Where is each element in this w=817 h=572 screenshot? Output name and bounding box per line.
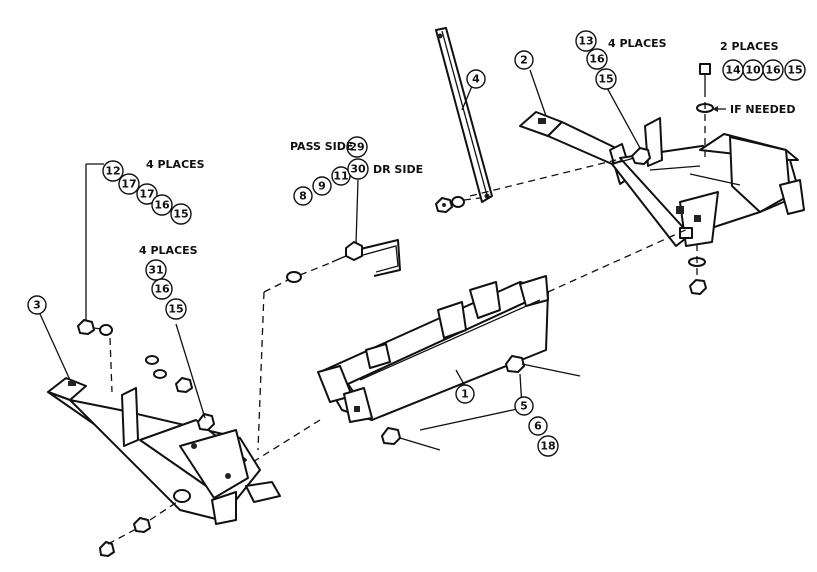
svg-text:11: 11 [333,170,348,183]
callout-3: 3 [27,295,47,315]
note-if-needed: IF NEEDED [730,103,795,116]
right-mounting-bracket-part [519,111,805,247]
svg-text:1: 1 [461,388,469,401]
svg-text:30: 30 [350,163,366,176]
callout-16-right-top: 16 [762,59,784,81]
svg-text:17: 17 [121,178,136,191]
if-needed-annotation: IF NEEDED [712,103,795,116]
svg-text:16: 16 [154,283,170,296]
cross-member-hardware [239,227,691,471]
note-dr-side: DR SIDE [373,163,423,176]
callout-17-first: 17 [118,173,140,195]
note-right-top-places: 2 PLACES [720,40,779,53]
callout-12: 12 [102,160,124,182]
svg-text:10: 10 [745,64,761,77]
callout-15-right-mid: 15 [595,68,617,90]
svg-text:12: 12 [105,165,120,178]
callout-14: 14 [722,59,744,81]
svg-text:5: 5 [520,400,528,413]
svg-text:15: 15 [173,208,188,221]
svg-text:2: 2 [520,54,528,67]
callout-11: 11 [331,166,351,186]
strap-hardware [435,196,481,213]
callout-1: 1 [455,384,475,404]
svg-text:31: 31 [148,264,163,277]
callout-30: 30 [347,158,369,180]
main-cross-member-part [317,275,549,423]
callout-18: 18 [537,435,559,457]
callout-16-left-top: 16 [151,194,173,216]
callout-2: 2 [514,50,534,70]
svg-text:16: 16 [589,53,605,66]
brace-strap-part [435,27,493,203]
u-bolt-assembly [257,239,401,451]
svg-text:15: 15 [598,73,613,86]
callout-8: 8 [293,186,313,206]
note-pass-side: PASS SIDE [290,140,353,153]
callout-13: 13 [575,30,597,52]
svg-text:16: 16 [765,64,781,77]
left-bracket-hardware [77,319,215,557]
callout-15-right-top: 15 [784,59,806,81]
svg-text:18: 18 [540,440,555,453]
callout-29: 29 [346,136,368,158]
callout-15-left-mid: 15 [165,298,187,320]
svg-text:14: 14 [725,64,741,77]
svg-text:8: 8 [299,190,307,203]
note-right-mid-places: 4 PLACES [608,37,667,50]
callout-16-left-mid: 16 [151,278,173,300]
svg-text:16: 16 [154,199,170,212]
callout-4: 4 [466,69,486,89]
callout-9: 9 [312,176,332,196]
svg-text:15: 15 [168,303,183,316]
callout-31: 31 [145,259,167,281]
left-mounting-bracket-part [47,377,281,525]
callout-6: 6 [528,416,548,436]
svg-text:17: 17 [139,188,154,201]
note-left-mid-places: 4 PLACES [139,244,198,257]
svg-text:29: 29 [349,141,364,154]
note-left-top-places: 4 PLACES [146,158,205,171]
svg-text:6: 6 [534,420,542,433]
callout-16-right-mid: 16 [586,48,608,70]
right-bracket-hardware [469,63,714,295]
callout-5: 5 [514,396,534,416]
callout-10: 10 [742,59,764,81]
svg-text:4: 4 [472,73,480,86]
leader-lines [39,69,641,431]
callout-17-second: 17 [136,183,158,205]
svg-text:13: 13 [578,35,593,48]
callout-15-left-top: 15 [170,203,192,225]
svg-text:9: 9 [318,180,326,193]
svg-text:15: 15 [787,64,802,77]
svg-text:3: 3 [33,299,41,312]
